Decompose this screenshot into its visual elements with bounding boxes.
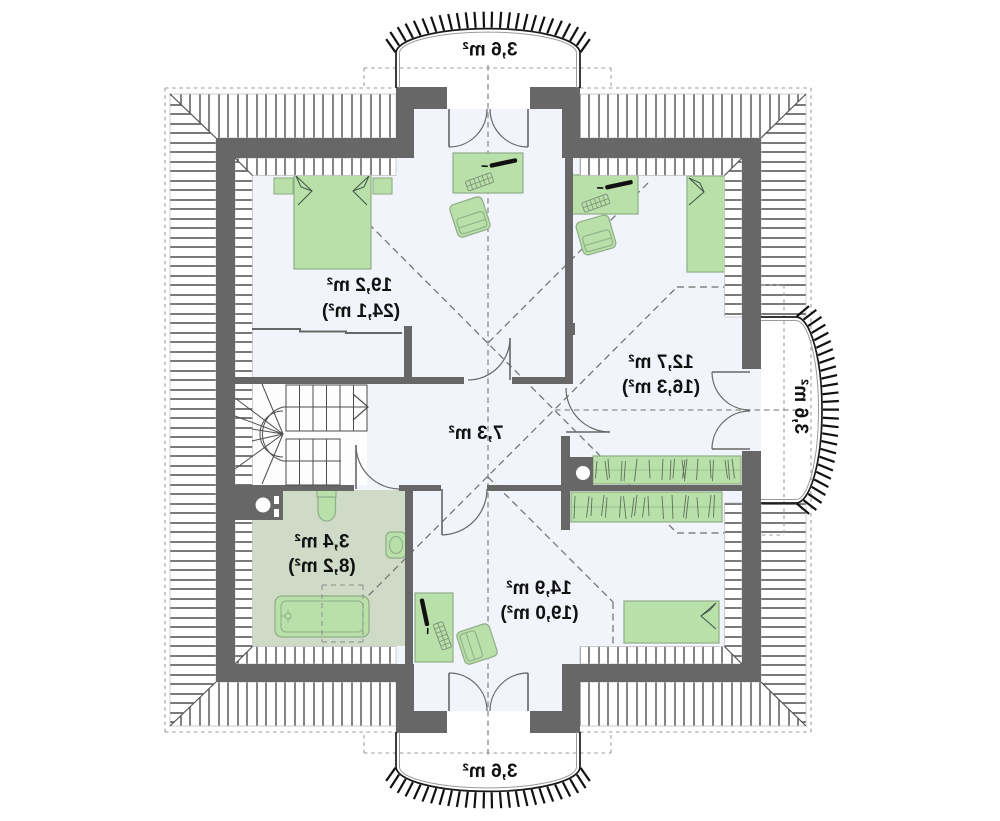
svg-text:3,6 m²: 3,6 m² [463,40,518,61]
svg-text:7,3 m²: 7,3 m² [449,423,504,444]
svg-text:3,4 m²: 3,4 m² [295,532,350,553]
svg-text:3,6 m²: 3,6 m² [463,761,518,782]
svg-text:12,7 m²: 12,7 m² [628,352,693,373]
svg-text:(8,2 m²): (8,2 m²) [288,556,356,577]
svg-text:19,2 m²: 19,2 m² [327,275,392,296]
svg-text:14,9 m²: 14,9 m² [506,578,571,599]
svg-text:3,6 m²: 3,6 m² [790,379,811,434]
svg-text:(24,1 m²): (24,1 m²) [322,301,400,322]
svg-text:(16,3 m²): (16,3 m²) [622,377,700,398]
svg-text:(19,0 m²): (19,0 m²) [500,603,578,624]
